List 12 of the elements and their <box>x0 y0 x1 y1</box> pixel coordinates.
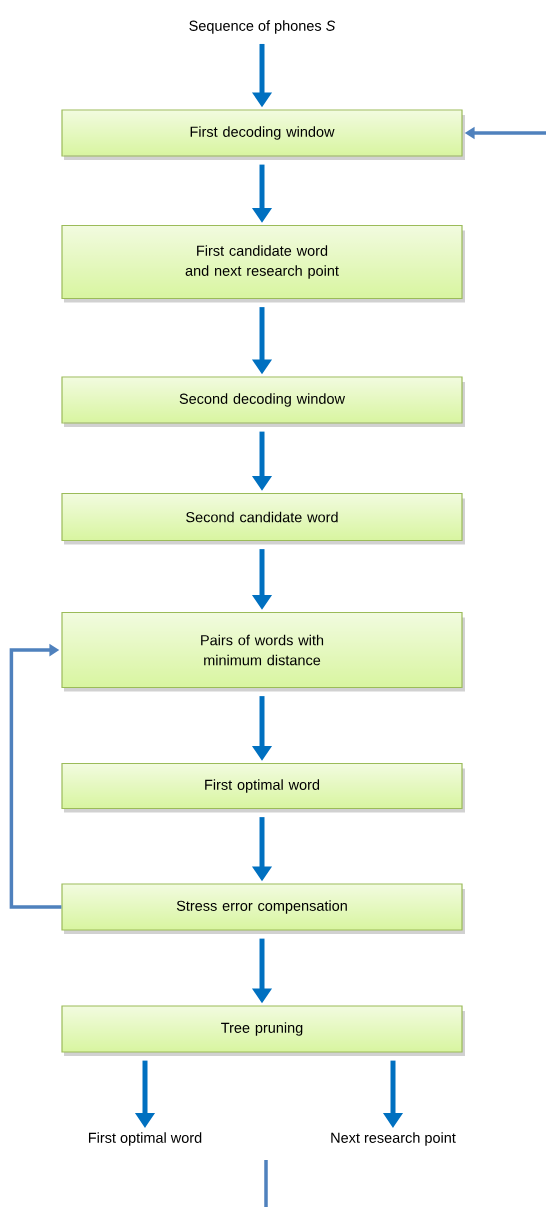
text-label: Next research point <box>331 1132 456 1146</box>
arrow <box>9 643 62 909</box>
process-box: Stress error compensation <box>61 883 465 934</box>
process-box: Second decoding window <box>61 376 465 427</box>
process-box: Pairs of words with minimum distance <box>61 611 465 692</box>
process-box: First decoding window <box>61 109 465 160</box>
text-label: Sequence of phones S <box>189 20 336 34</box>
process-box: First optimal word <box>61 762 465 813</box>
process-box: Tree pruning <box>61 1005 465 1056</box>
process-box: First candidate word and next research point <box>61 224 465 303</box>
process-box: Second candidate word <box>61 492 465 545</box>
text-label: First optimal word <box>89 1132 202 1146</box>
